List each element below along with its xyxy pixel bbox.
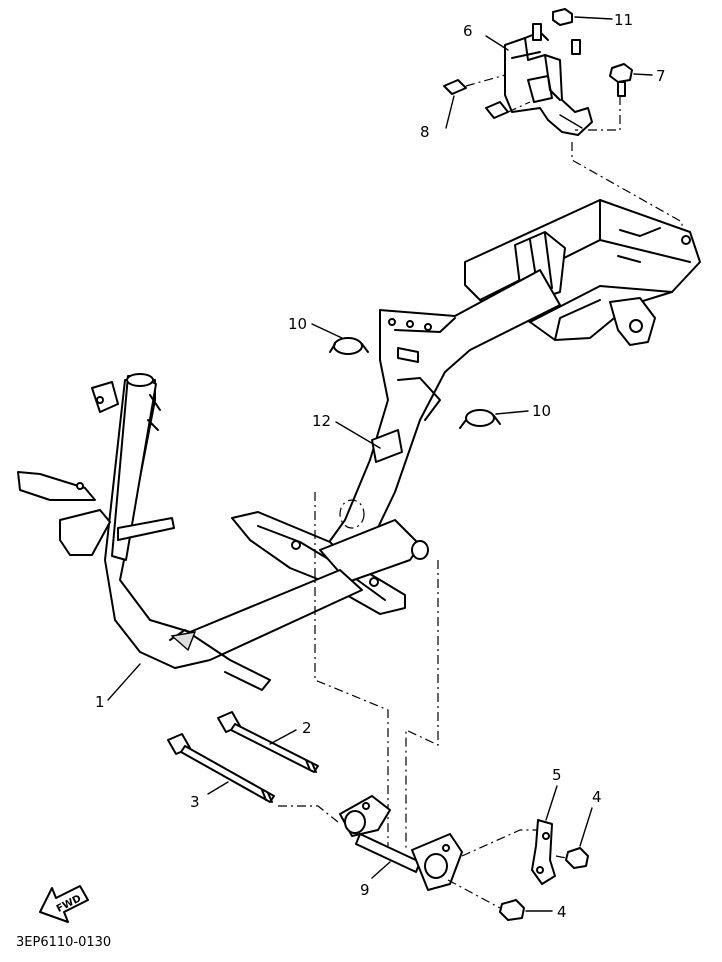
mounting-guides <box>314 492 439 848</box>
top-bracket-assembly <box>504 23 593 136</box>
bolt-2 <box>217 711 319 773</box>
callout-7: 6 <box>463 22 473 40</box>
leader-7 <box>485 35 509 51</box>
nut-4-right <box>555 807 593 869</box>
callout-9: 8 <box>420 123 430 141</box>
callout-2: 2 <box>302 719 312 737</box>
nut-4-lower <box>499 899 553 921</box>
figure-code: 3EP6110-0130 <box>16 935 111 950</box>
cap-11 <box>552 8 613 26</box>
engine-mount-5 <box>339 795 540 909</box>
bolt-3 <box>167 733 339 823</box>
backbone-tube <box>321 269 561 563</box>
callout-4-lower: 4 <box>557 903 567 921</box>
hose-clip-10-upper <box>311 323 369 355</box>
callout-5: 9 <box>360 881 370 899</box>
damper-pads-9 <box>443 74 531 129</box>
hose-clip-10-lower <box>459 409 529 429</box>
callout-11: 11 <box>614 11 633 29</box>
fwd-arrow: FWD <box>39 885 89 923</box>
callout-3: 3 <box>190 793 200 811</box>
callout-1: 1 <box>95 693 105 711</box>
main-frame-1 <box>17 373 363 701</box>
callout-12: 12 <box>312 412 331 430</box>
bracket-guide-line <box>571 142 683 236</box>
bolt-8 <box>575 63 653 131</box>
callout-8: 7 <box>656 67 666 85</box>
callout-6: 5 <box>552 766 562 784</box>
callout-4-right: 4 <box>592 788 602 806</box>
callout-10-lower: 10 <box>532 402 551 420</box>
callout-10-upper: 10 <box>288 315 307 333</box>
plate-6 <box>531 785 558 885</box>
